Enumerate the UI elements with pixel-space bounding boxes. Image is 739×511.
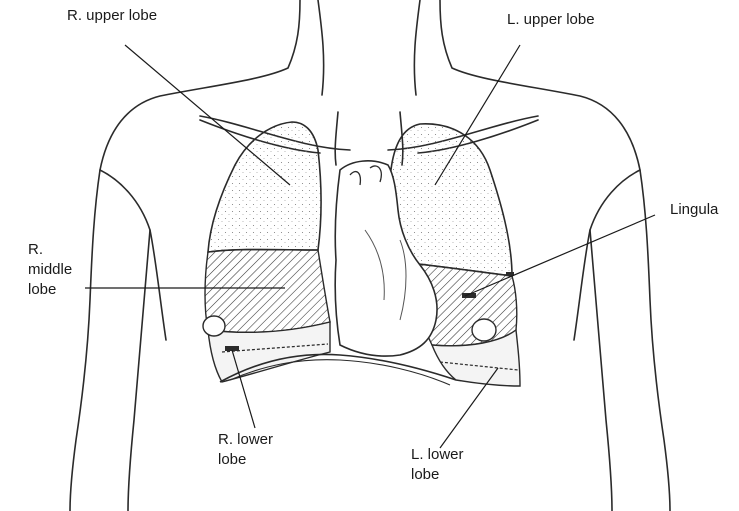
right-lung <box>203 122 330 382</box>
right-lower-lobe <box>208 322 330 382</box>
right-middle-lobe <box>205 250 330 333</box>
right-upper-lobe <box>208 122 321 252</box>
label-l-lower-lobe: L. lower lobe <box>411 445 464 485</box>
leader-r-upper <box>125 45 290 185</box>
label-r-middle-lobe: R. middle lobe <box>28 240 72 300</box>
label-l-upper-lobe: L. upper lobe <box>507 10 595 30</box>
label-lingula: Lingula <box>670 200 718 220</box>
label-r-upper-lobe: R. upper lobe <box>67 6 157 26</box>
label-r-lower-lobe: R. lower lobe <box>218 430 273 470</box>
